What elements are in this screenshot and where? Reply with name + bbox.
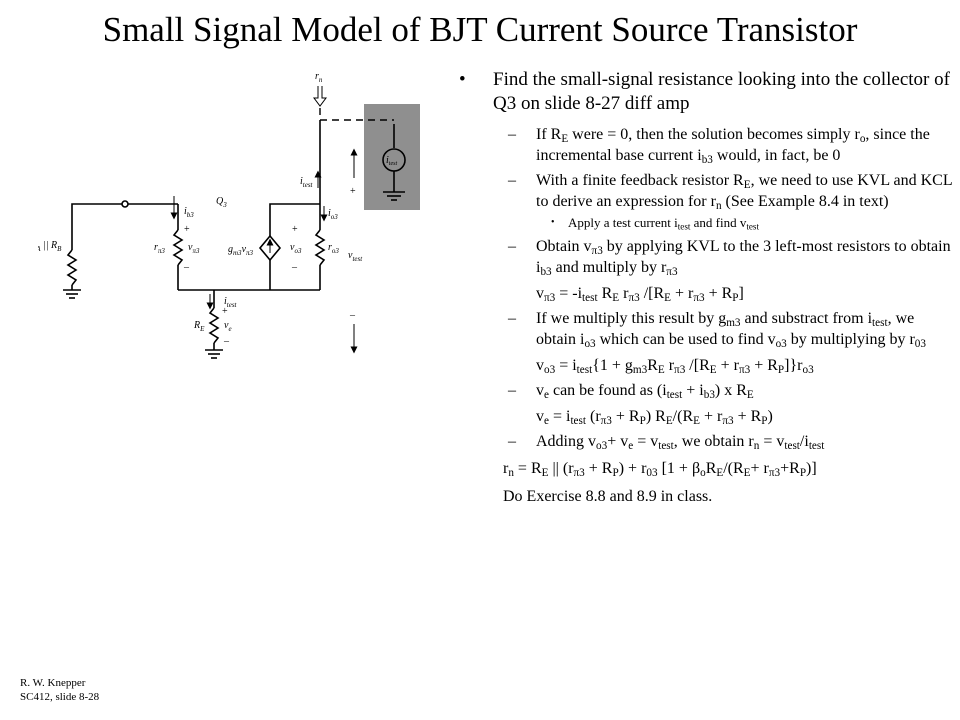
equation-vo3: vo3 = itest{1 + gm3RE rπ3 /[RE + rπ3 + R… [536, 357, 814, 376]
ro3-resistor [314, 229, 326, 266]
exercise-note: Do Exercise 8.8 and 8.9 in class. [503, 488, 713, 505]
rn-arrow [313, 86, 327, 107]
sub-item-test-current: •Apply a test current itest and find vte… [551, 215, 759, 232]
minus-vpi: – [183, 262, 190, 273]
plus-vtest: + [350, 186, 356, 197]
re-resistor [208, 307, 220, 344]
equation-rn: rn = RE || (rπ3 + RP) + r03 [1 + βoRE/(R… [503, 460, 817, 479]
sub-bullet-marker: • [551, 217, 555, 228]
plus-vpi: + [184, 224, 190, 235]
vpi3-label: vπ3 [188, 242, 200, 255]
main-bullet-text: Find the small-signal resistance looking… [493, 69, 950, 114]
rpi3-label: rπ3 [154, 242, 165, 255]
rpi3-resistor [172, 229, 184, 266]
itest-label-top: itest [300, 176, 314, 189]
re-label: RE [193, 320, 205, 333]
equation-vpi3: vπ3 = -itest RE rπ3 /[RE + rπ3 + RP] [536, 285, 744, 304]
bullet-marker: • [459, 69, 466, 90]
rp-label: RP = RA || RB [38, 240, 62, 253]
slide-number: SC412, slide 8-28 [20, 691, 100, 703]
ve-label: ve [224, 320, 232, 333]
dash-marker: – [508, 310, 516, 327]
dash-marker: – [508, 172, 516, 189]
dash-marker: – [508, 382, 516, 399]
itest-source-label: itest [386, 155, 397, 167]
rn-label: rn [315, 71, 323, 84]
plus-vo3: + [292, 224, 298, 235]
equation-ve: ve = itest (rπ3 + RP) RE/(RE + rπ3 + RP) [536, 408, 773, 427]
vo3-label: vo3 [290, 242, 302, 255]
dash-marker: – [508, 433, 516, 450]
item-finite-re: –With a finite feedback resistor RE, we … [508, 172, 953, 212]
minus-vtest: – [349, 310, 356, 321]
bullet-list: • Find the small-signal resistance looki… [455, 68, 955, 508]
item-multiply-gm3: –If we multiply this result by gm3 and s… [508, 310, 926, 350]
item-re-zero: –If RE were = 0, then the solution becom… [508, 126, 930, 166]
item-ve: –ve can be found as (itest + ib3) x RE [508, 382, 754, 401]
dash-marker: – [508, 238, 516, 255]
minus-ve: – [223, 336, 230, 347]
rp-resistor [66, 249, 78, 286]
slide-title: Small Signal Model of BJT Current Source… [102, 10, 858, 49]
slide-footer: R. W. Knepper SC412, slide 8-28 [20, 676, 99, 704]
item-obtain-vpi3: –Obtain vπ3 by applying KVL to the 3 lef… [508, 238, 951, 278]
vtest-label: vtest [348, 250, 363, 263]
base-terminal [121, 200, 129, 208]
plus-ve: + [222, 306, 228, 317]
main-bullet: • Find the small-signal resistance looki… [455, 68, 955, 116]
io3-label: io3 [328, 208, 338, 221]
item-adding: –Adding vo3+ ve = vtest, we obtain rn = … [508, 433, 825, 452]
minus-vo3: – [291, 262, 298, 273]
gm-label: gm3vπ3 [228, 244, 254, 257]
bjt-small-signal-circuit: rn itest itest ib3 Q3 io3 + rπ3 vπ3 – gm… [38, 71, 420, 359]
ro3-label: ro3 [328, 242, 339, 255]
q3-label: Q3 [216, 196, 227, 209]
dash-marker: – [508, 126, 516, 143]
author: R. W. Knepper [20, 677, 86, 689]
itest-label-emitter: itest [224, 296, 238, 309]
ib3-label: ib3 [184, 206, 194, 219]
